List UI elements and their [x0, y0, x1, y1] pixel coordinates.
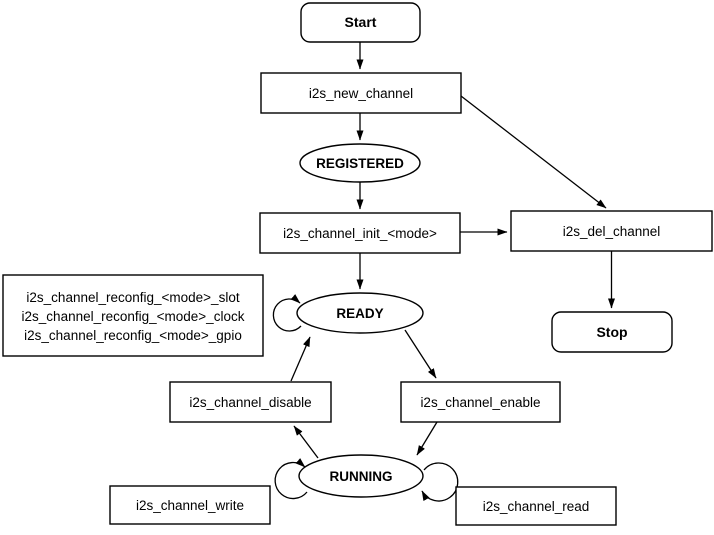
- registered-label: REGISTERED: [316, 156, 404, 171]
- reconfig-clock-label: i2s_channel_reconfig_<mode>_clock: [22, 309, 245, 324]
- node-reconfig-group: i2s_channel_reconfig_<mode>_slot i2s_cha…: [2, 274, 264, 357]
- stop-label: Stop: [596, 324, 627, 340]
- running-label: RUNNING: [330, 469, 393, 484]
- node-i2s-channel-init: i2s_channel_init_<mode>: [259, 212, 461, 254]
- node-i2s-channel-enable: i2s_channel_enable: [400, 381, 561, 423]
- node-start: Start: [300, 2, 421, 43]
- state-registered: REGISTERED: [299, 143, 421, 183]
- edge-running-self-loop-read: [421, 462, 459, 502]
- read-label: i2s_channel_read: [483, 499, 590, 514]
- edge-ready-self-loop: [272, 294, 302, 332]
- enable-label: i2s_channel_enable: [420, 395, 540, 410]
- edge-enable-to-running: [416, 421, 438, 456]
- disable-label: i2s_channel_disable: [189, 395, 311, 410]
- node-i2s-channel-disable: i2s_channel_disable: [169, 381, 332, 423]
- node-i2s-channel-read: i2s_channel_read: [455, 486, 617, 526]
- edge-running-self-loop-write: [274, 458, 308, 500]
- del-channel-label: i2s_del_channel: [563, 224, 661, 239]
- write-label: i2s_channel_write: [136, 498, 244, 513]
- init-label: i2s_channel_init_<mode>: [283, 226, 437, 241]
- reconfig-gpio-label: i2s_channel_reconfig_<mode>_gpio: [24, 328, 242, 343]
- node-i2s-new-channel: i2s_new_channel: [260, 72, 462, 114]
- state-running: RUNNING: [298, 454, 424, 498]
- start-label: Start: [345, 14, 377, 30]
- node-i2s-del-channel: i2s_del_channel: [510, 210, 713, 252]
- edge-disable-to-ready: [290, 336, 311, 382]
- edge-ready-to-enable: [404, 329, 437, 379]
- edge-running-to-disable: [293, 425, 319, 459]
- reconfig-slot-label: i2s_channel_reconfig_<mode>_slot: [26, 290, 239, 305]
- node-stop: Stop: [551, 311, 673, 353]
- state-ready: READY: [296, 292, 424, 334]
- ready-label: READY: [336, 306, 383, 321]
- node-i2s-channel-write: i2s_channel_write: [109, 485, 271, 525]
- edge-new-channel-to-del-channel: [460, 95, 607, 209]
- new-channel-label: i2s_new_channel: [309, 86, 413, 101]
